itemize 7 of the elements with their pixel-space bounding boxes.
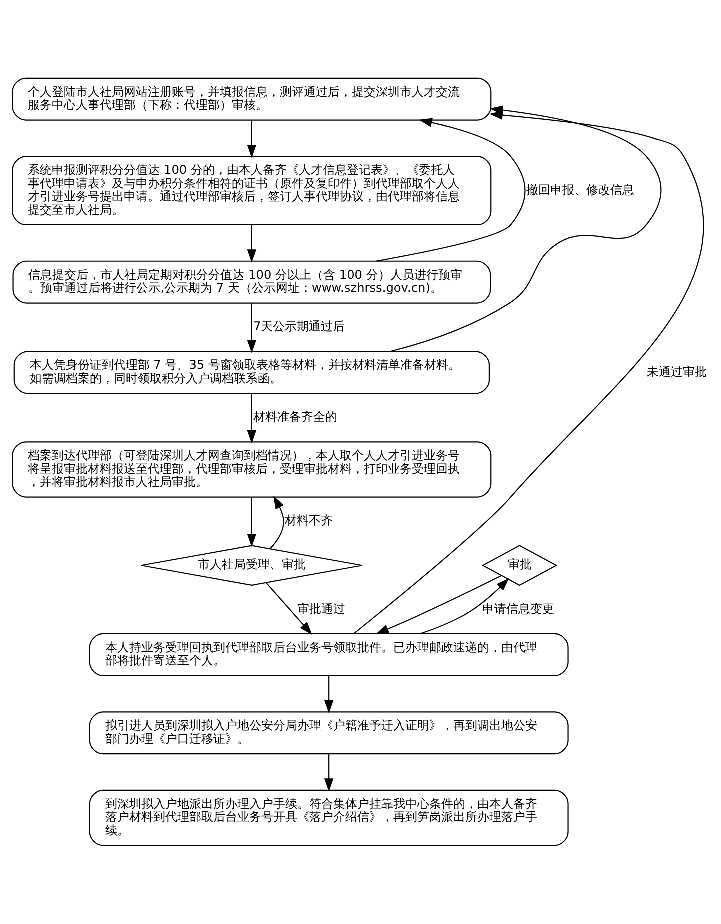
- edge-label: 未通过审批: [646, 364, 707, 379]
- edge-label: 7天公示期通过后: [253, 320, 346, 334]
- edge-label: 审批通过: [297, 602, 346, 616]
- edge-label: 材料准备齐全的: [253, 410, 338, 424]
- edge-label: 申请信息变更: [482, 602, 555, 616]
- edge-label: 撤回申报、修改信息: [526, 182, 634, 197]
- edge-label: 材料不齐: [285, 514, 334, 528]
